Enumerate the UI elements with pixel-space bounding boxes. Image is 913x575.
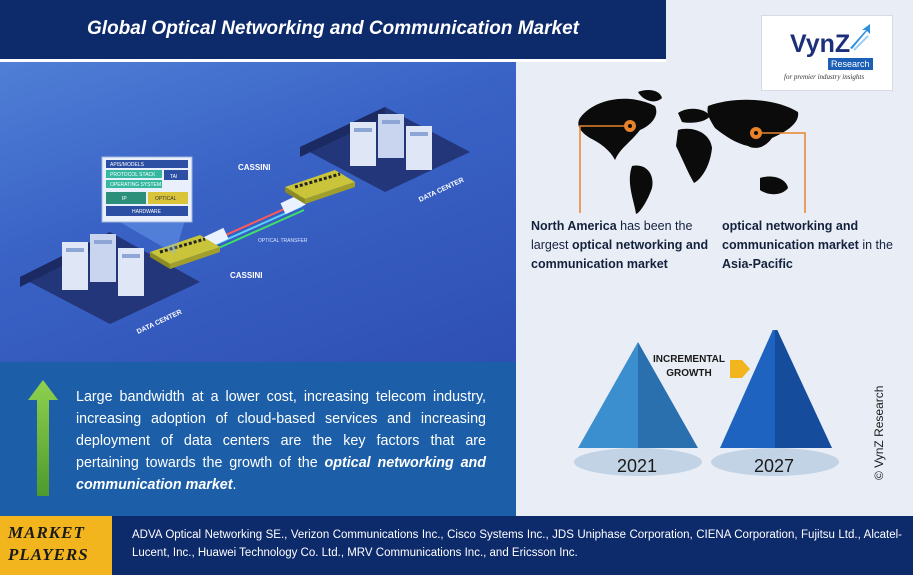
cassini-bottom-device — [150, 235, 220, 269]
apac-pin-icon — [750, 127, 762, 139]
data-center-bottom — [20, 232, 200, 324]
base-2021 — [574, 448, 702, 476]
na-connector — [579, 125, 624, 213]
svg-text:PROTOCOL STACK: PROTOCOL STACK — [110, 172, 156, 178]
cassini-bottom-label: CASSINI — [230, 271, 262, 280]
base-2027 — [711, 448, 839, 476]
asia-shape — [707, 99, 799, 148]
incremental-growth-label: INCREMENTAL GROWTH — [652, 354, 726, 379]
north-america-callout: North America has been the largest optic… — [531, 219, 709, 271]
pyramid-2027-left — [720, 330, 775, 448]
market-drivers-text: Large bandwidth at a lower cost, increas… — [76, 389, 486, 493]
svg-text:TAI: TAI — [170, 174, 177, 180]
greenland-shape — [638, 90, 662, 102]
growth-arrow-icon — [730, 360, 750, 378]
svg-text:OPERATING SYSTEM: OPERATING SYSTEM — [110, 182, 161, 188]
market-drivers-panel: Large bandwidth at a lower cost, increas… — [0, 362, 516, 516]
page-title: Global Optical Networking and Communicat… — [87, 18, 579, 39]
up-arrow-icon — [28, 380, 58, 496]
year-2021: 2021 — [617, 456, 658, 476]
svg-text:IP: IP — [122, 196, 127, 202]
hero-illustration: DATA CENTER DATA CENTER CASSINI — [0, 62, 516, 362]
growth-graphic — [574, 330, 839, 476]
africa-shape — [676, 128, 712, 183]
south-america-shape — [629, 165, 653, 214]
copyright: © VynZ Research — [872, 385, 886, 480]
australia-shape — [760, 176, 788, 195]
na-pin-icon — [624, 120, 636, 132]
europe-shape — [678, 108, 710, 123]
dc-top-label: DATA CENTER — [418, 177, 465, 204]
market-players-footer: MARKET PLAYERS ADVA Optical Networking S… — [0, 516, 913, 575]
north-america-shape — [578, 98, 657, 160]
pyramid-2021-right — [638, 342, 698, 448]
vynz-logo: VynZ Research for premier industry insig… — [761, 15, 893, 91]
pyramid-2027-right — [775, 330, 832, 448]
network-diagram: DATA CENTER DATA CENTER CASSINI — [20, 107, 470, 336]
cassini-top-device — [285, 170, 355, 204]
year-2027: 2027 — [754, 456, 795, 476]
data-center-top — [300, 107, 470, 192]
pyramid-2021-left — [578, 342, 638, 448]
title-bar: Global Optical Networking and Communicat… — [0, 0, 666, 62]
apac-connector — [762, 132, 806, 213]
logo-subtitle: Research — [828, 58, 873, 70]
market-players-badge: MARKET PLAYERS — [0, 516, 112, 575]
logo-arrow-icon — [850, 24, 870, 51]
market-players-list: ADVA Optical Networking SE., Verizon Com… — [132, 529, 902, 559]
software-stack-panel: APIS/MODELS PROTOCOL STACK TAI OPERATING… — [101, 156, 193, 254]
fiber-green — [213, 209, 305, 251]
optical-transfer-label: OPTICAL TRANSFER — [258, 238, 308, 244]
asia-pacific-callout: optical networking and communication mar… — [722, 219, 893, 271]
dc-bottom-label: DATA CENTER — [136, 309, 183, 336]
svg-text:HARDWARE: HARDWARE — [132, 209, 162, 215]
world-map — [578, 90, 806, 214]
svg-text:OPTICAL: OPTICAL — [155, 196, 177, 202]
cassini-top-label: CASSINI — [238, 163, 270, 172]
logo-wordmark: VynZ — [790, 30, 851, 58]
logo-tagline: for premier industry insights — [784, 73, 865, 81]
svg-text:APIS/MODELS: APIS/MODELS — [110, 162, 145, 168]
